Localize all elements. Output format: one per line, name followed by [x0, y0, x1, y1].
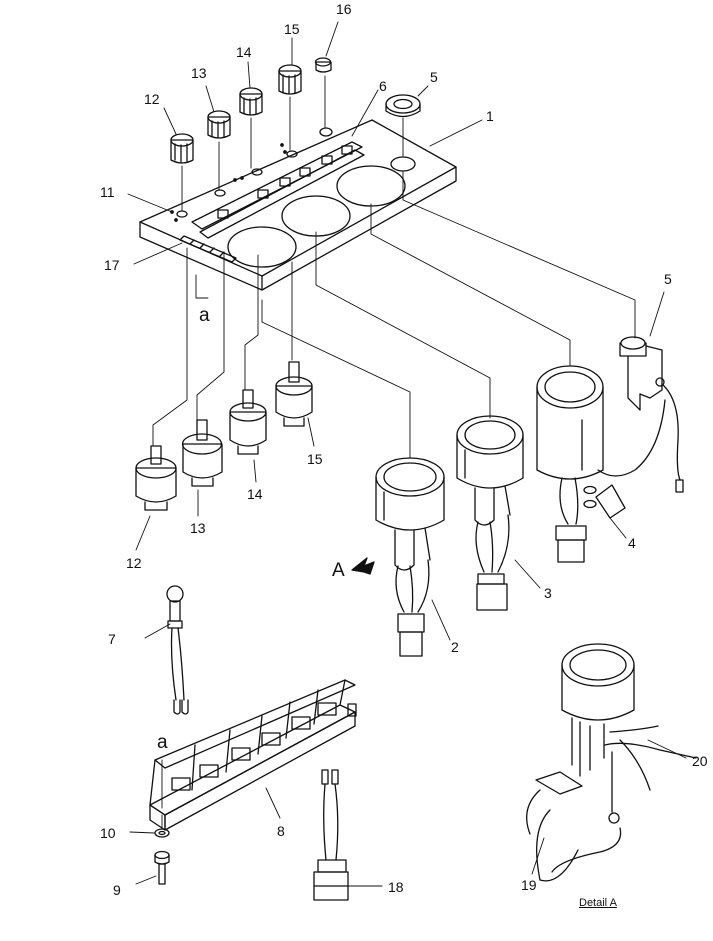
callout-11: 11 — [100, 184, 115, 200]
detail-a-label: Detail A — [579, 897, 617, 909]
switch-14 — [230, 390, 266, 454]
ref-view-A: A — [332, 560, 345, 581]
leader-lines — [128, 22, 686, 886]
switch-15 — [276, 362, 312, 426]
callout-19: 19 — [521, 877, 537, 893]
callout-7: 7 — [108, 631, 116, 647]
callout-20: 20 — [692, 753, 708, 769]
callout-15-bottom: 15 — [307, 451, 323, 467]
callout-3: 3 — [544, 585, 552, 601]
bracket-5 — [620, 337, 683, 492]
knob-15 — [279, 65, 301, 94]
instrument-panel — [140, 120, 456, 290]
cap-16 — [316, 58, 332, 72]
view-arrow-icon — [352, 558, 374, 574]
callout-4: 4 — [628, 535, 636, 551]
switch-12 — [136, 446, 176, 510]
ref-a-top: a — [199, 305, 210, 326]
callout-18: 18 — [388, 879, 404, 895]
detail-a-gauge — [527, 644, 696, 881]
callout-12-top: 12 — [144, 91, 160, 107]
callout-15-top: 15 — [284, 21, 300, 37]
callout-1: 1 — [486, 108, 494, 124]
callout-16: 16 — [336, 1, 352, 17]
callout-14-top: 14 — [236, 44, 252, 60]
gauge-3 — [457, 416, 523, 610]
gauge-2 — [376, 458, 444, 656]
switch-13 — [183, 420, 223, 486]
callout-14-bottom: 14 — [247, 486, 263, 502]
harness-18 — [314, 770, 348, 900]
callout-12-bottom: 12 — [126, 555, 142, 571]
knob-13 — [208, 111, 230, 138]
callout-5-right: 5 — [664, 271, 672, 287]
washer-10 — [155, 815, 169, 837]
callout-6: 6 — [379, 78, 387, 94]
assembly-lines — [153, 76, 635, 458]
knob-12 — [171, 134, 193, 163]
callout-13-top: 13 — [191, 65, 207, 81]
lamp-box-8 — [150, 680, 356, 830]
callout-2: 2 — [451, 639, 459, 655]
callout-8: 8 — [277, 823, 285, 839]
callout-13-bottom: 13 — [190, 520, 206, 536]
callout-5-top: 5 — [430, 69, 438, 85]
bulb-7 — [167, 586, 188, 714]
callout-10: 10 — [100, 825, 116, 841]
callout-9: 9 — [113, 882, 121, 898]
gauge-large — [537, 366, 665, 562]
knob-14 — [240, 88, 262, 115]
callout-17: 17 — [104, 257, 120, 273]
bolt-9 — [155, 852, 169, 885]
ref-a-bottom: a — [157, 732, 168, 753]
nut-5-top — [386, 95, 420, 117]
